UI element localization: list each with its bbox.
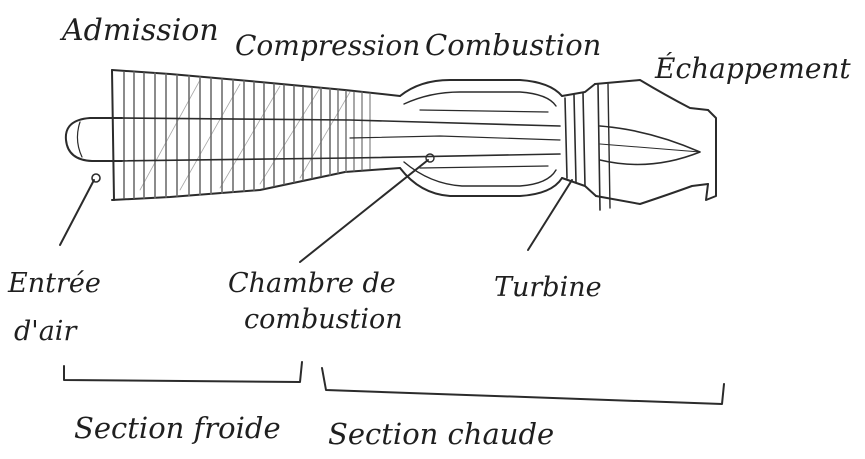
pointer-entree-air [60,180,94,245]
combustion-chamber-inner-top [404,92,556,106]
label-section-froide: Section froide [74,411,281,445]
turbine-disc-2 [574,95,576,182]
bracket-section-froide [64,362,302,382]
turbine-disc-1 [565,98,567,178]
compressor-front-line [112,70,114,200]
bracket-section-chaude [322,368,724,404]
label-turbine: Turbine [494,272,602,303]
label-echappement: Échappement [654,52,851,85]
label-chambre-line2: combustion [244,304,403,335]
label-combustion: Combustion [425,28,601,62]
combustion-chamber-outer-bottom [400,168,562,196]
exhaust-front-ring-2 [608,84,610,208]
exhaust-front-ring [598,84,600,210]
label-admission: Admission [59,13,219,48]
label-chambre-line1: Chambre de [228,268,396,299]
combustion-chamber-inner-bottom [404,162,556,186]
pointer-turbine [528,180,572,250]
turbine-casing-top [562,84,595,96]
shaft-mid [350,136,560,140]
pointer-chambre [300,160,428,262]
label-entree-air-line1: Entrée [7,268,101,299]
nose-inner-line [77,122,82,157]
combustion-chamber-outer [400,80,562,96]
exhaust-rear-ring [706,110,716,200]
label-section-chaude: Section chaude [328,417,554,451]
turbine-disc-3 [583,93,585,186]
flame-tube-upper [420,110,548,112]
label-compression: Compression [235,29,420,62]
exhaust-outer-bottom [596,184,708,204]
flame-tube-lower [420,166,548,168]
pointer-entree-air-dot [92,174,100,182]
label-entree-air-line2: d'air [14,316,78,347]
compressor-blades [124,72,370,198]
